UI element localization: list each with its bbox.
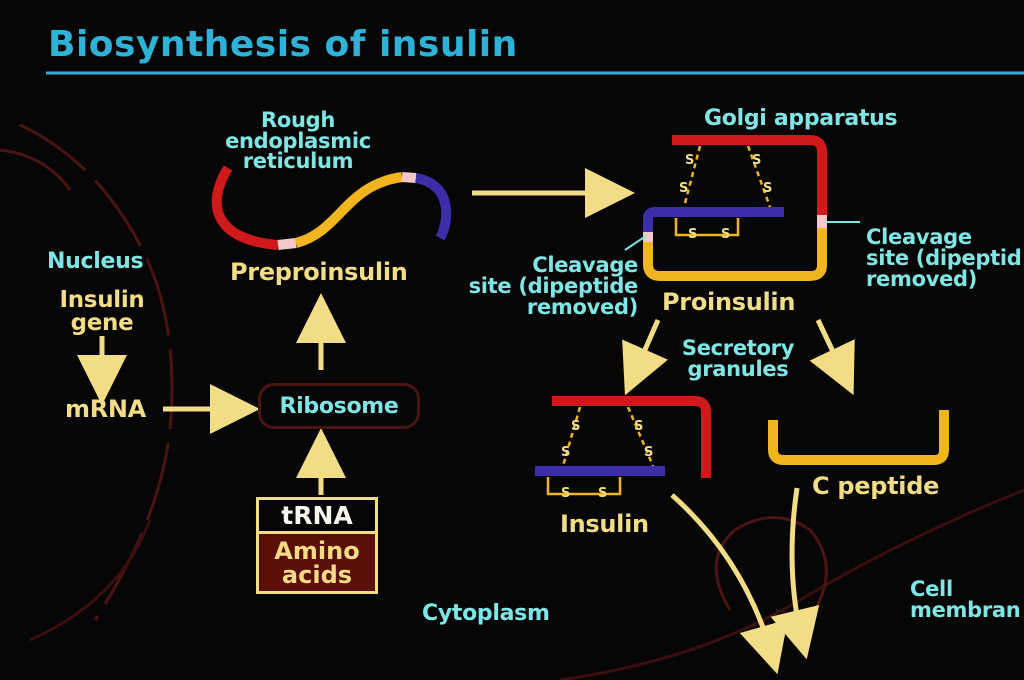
ribosome-box [258,383,420,429]
arrow-proinsulin-to-cpeptide [809,318,855,396]
proinsulin-structure [643,135,827,281]
chain-segment-red [211,165,279,250]
secretory-granules-label: Secretory granules [681,336,795,381]
nuclear-envelope-outer [19,123,174,621]
amino-acids-label: Amino acids [259,534,375,591]
nuclear-envelope-lower [29,519,152,642]
s-label: S [561,486,571,501]
insulin-disulfide-bonds [546,406,655,496]
chain-cleavage-mark-2 [401,172,417,183]
proinsulin-label: Proinsulin [662,288,796,316]
arrow-insulin-secretion [670,493,788,675]
cytoplasm-label: Cytoplasm [422,601,550,626]
cleavage-pointer-left [624,235,647,251]
s-label: S [721,227,731,242]
s-label: S [688,227,698,242]
s-label: S [752,153,762,168]
cell-membrane-curve [559,488,1024,680]
mrna-label: mRNA [65,395,146,423]
s-label: S [571,419,581,434]
arrow-proinsulin-to-insulin [622,318,668,396]
secretory-granule-outline [714,516,828,611]
trna-amino-acids-box: tRNA Amino acids [256,497,378,594]
preproinsulin-label: Preproinsulin [230,258,408,286]
proinsulin-a-chain-blue [643,207,784,232]
c-peptide-label: C peptide [812,472,940,500]
cleavage-site-right-label: Cleavage site (dipeptid removed) [866,225,1022,291]
nucleus-label: Nucleus [47,249,144,274]
chain-segment-yellow [294,172,403,248]
cleavage-site-left-label: Cleavage site (dipeptide removed) [468,253,639,319]
nuclear-envelope-inner [0,148,72,191]
chain-cleavage-mark [277,238,297,250]
s-label: S [763,181,773,196]
ribosome-label: Ribosome [279,394,399,419]
rough-er-label: Rough endoplasmic reticulum [225,108,371,174]
proinsulin-disulfide-bonds [674,145,772,237]
c-peptide-chain [768,410,949,465]
arrow-cpeptide-secretion [770,487,820,660]
proinsulin-c-peptide-yellow [643,228,827,281]
s-label: S [685,153,695,168]
s-label: S [598,486,608,501]
trna-label: tRNA [259,500,375,534]
s-label: S [561,445,571,460]
s-label: S [634,419,644,434]
s-label: S [679,181,689,196]
insulin-label: Insulin [560,510,649,538]
cell-membrane-label: Cell membran [910,577,1021,622]
proinsulin-b-chain-red [672,135,827,215]
s-label: S [644,445,654,460]
insulin-gene-label: Insulin gene [59,287,145,336]
insulin-structure [535,396,711,478]
insulin-b-chain-red [552,396,711,478]
diagram-title: Biosynthesis of insulin [48,24,518,65]
chain-segment-blue [414,173,452,241]
golgi-label: Golgi apparatus [704,106,898,131]
preproinsulin-chain [211,165,452,250]
